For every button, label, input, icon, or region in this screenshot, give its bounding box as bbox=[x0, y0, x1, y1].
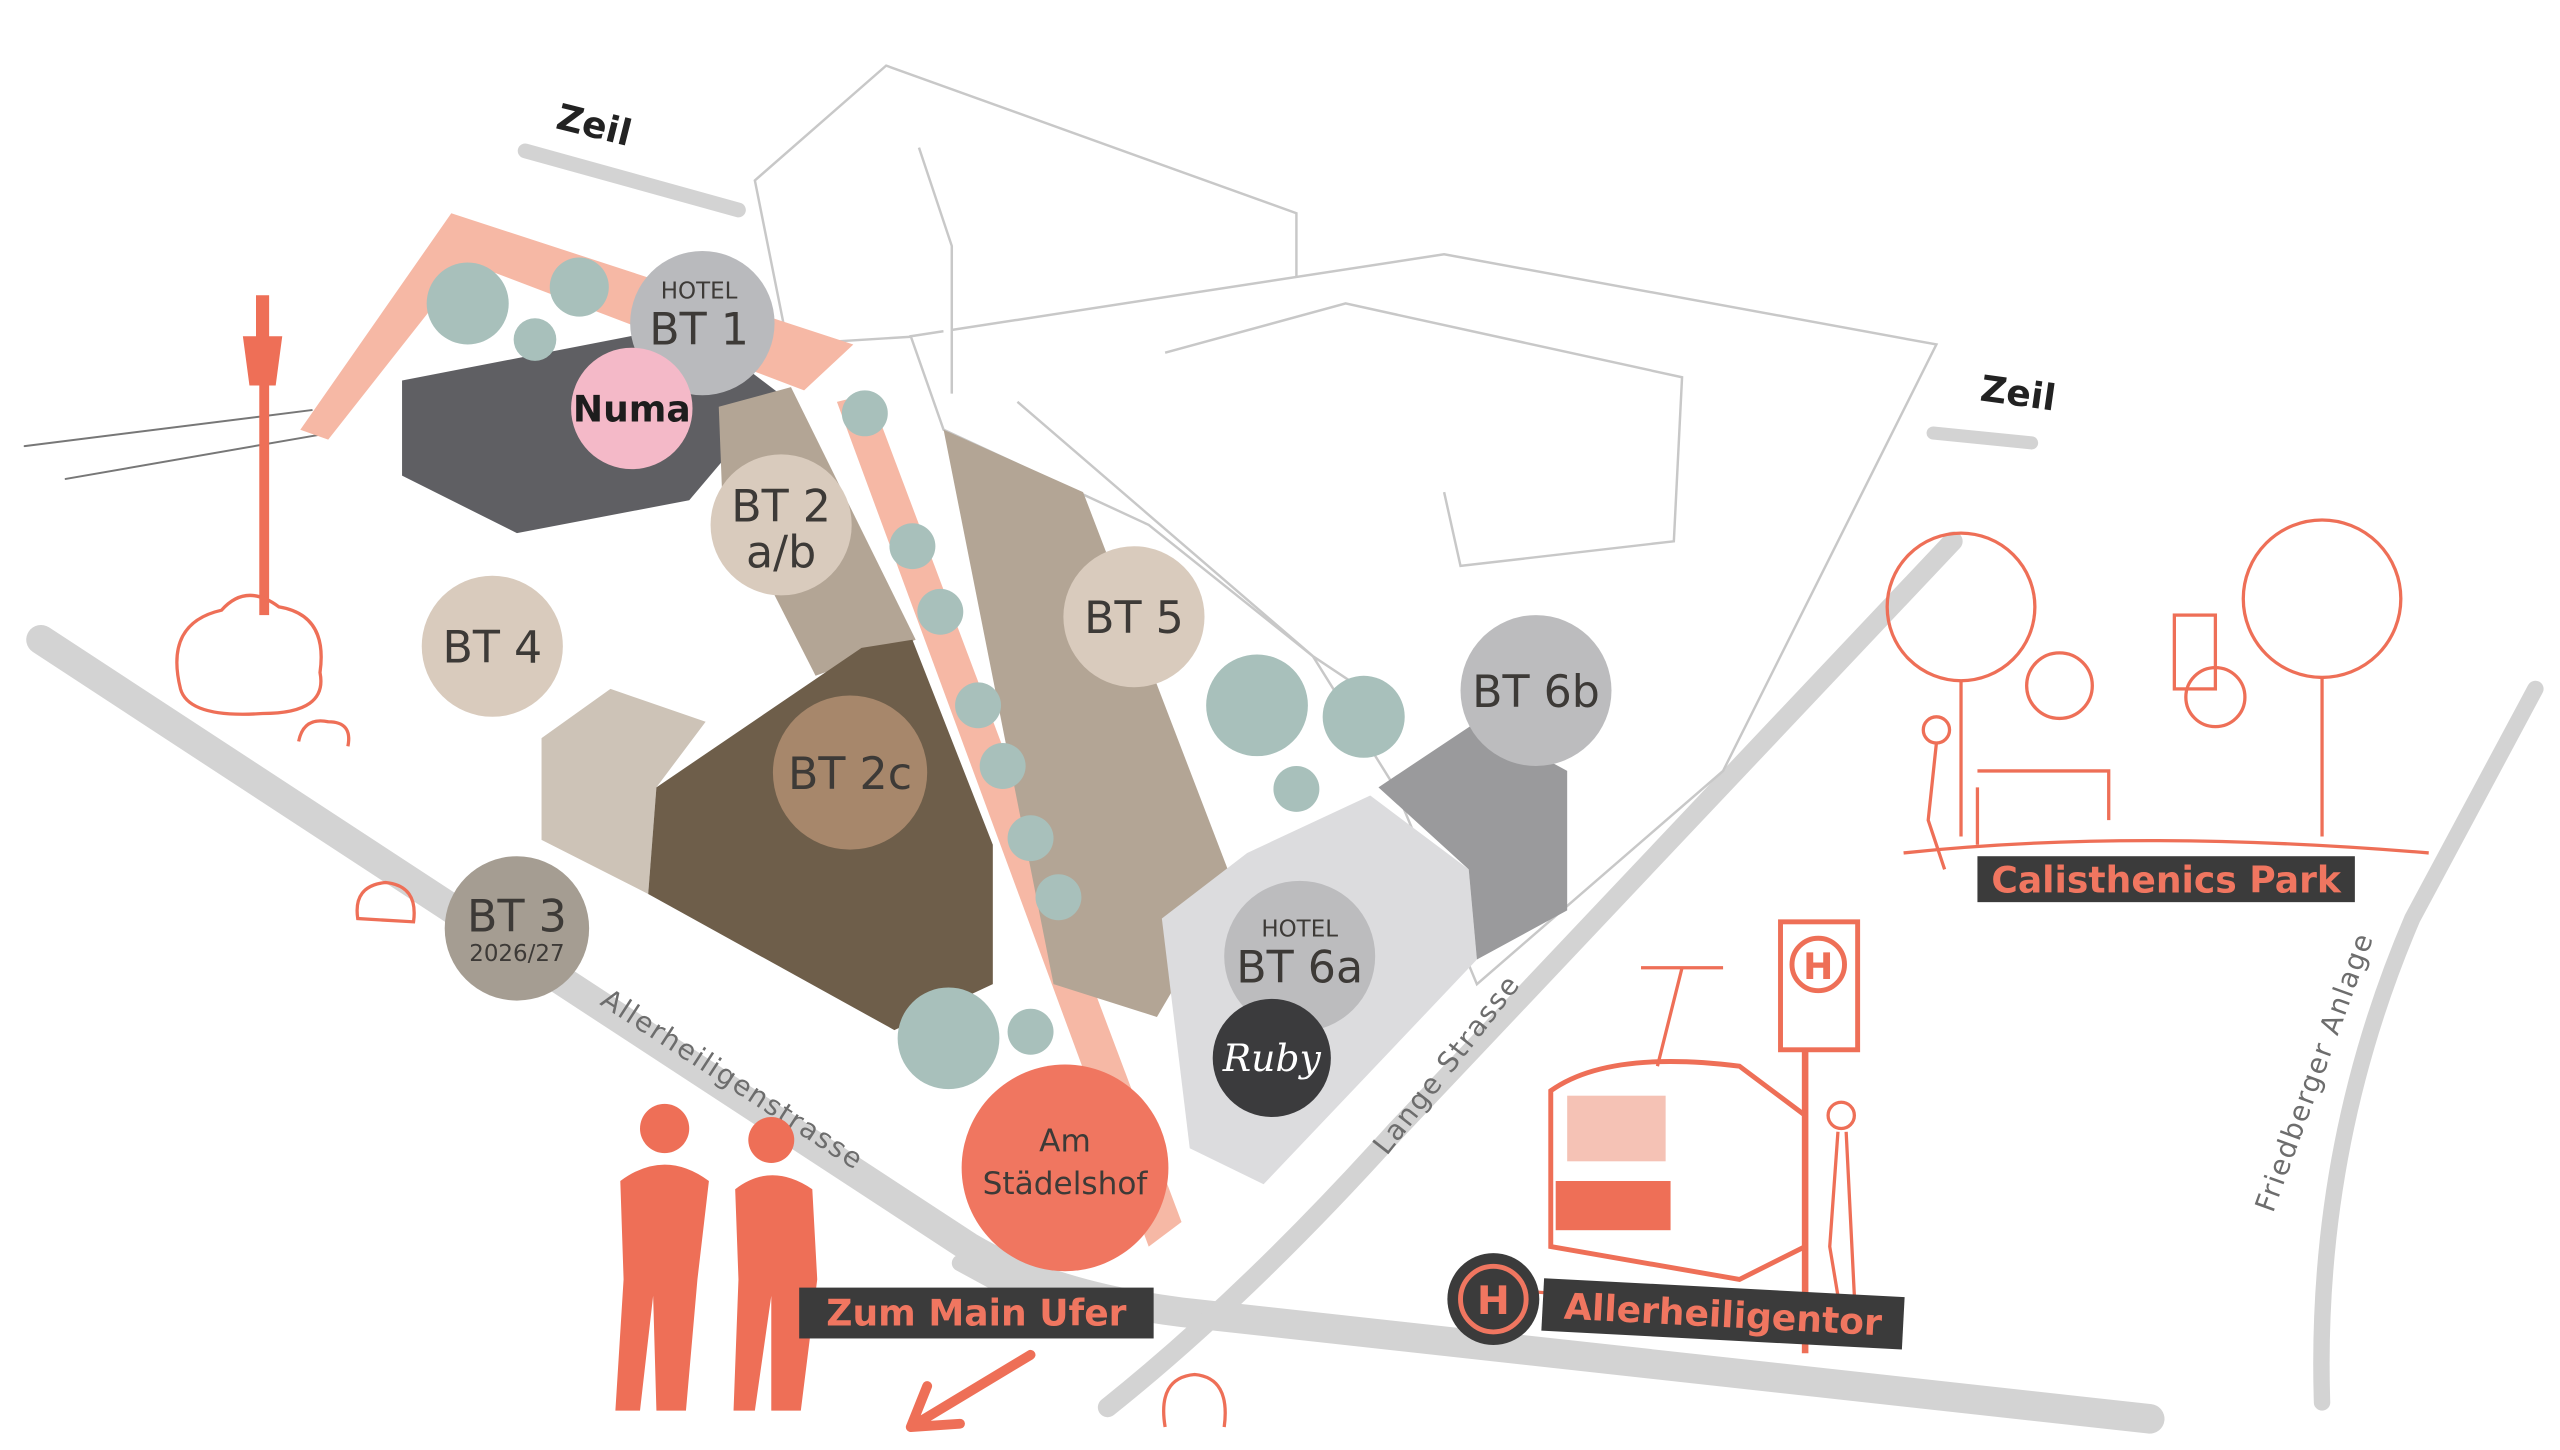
marker-label: BT 5 bbox=[1084, 593, 1184, 644]
marker-bt6a[interactable]: HOTEL BT 6a bbox=[1224, 880, 1376, 1032]
road-friedberger-anlage bbox=[2313, 680, 2544, 1411]
road-lange-strasse bbox=[1097, 531, 1963, 1418]
calisthenics-park-label[interactable]: Calisthenics Park bbox=[1977, 856, 2355, 903]
marker-bt2c[interactable]: BT 2c bbox=[772, 695, 928, 850]
zum-main-ufer-label[interactable]: Zum Main Ufer bbox=[799, 1287, 1154, 1339]
building-bt5 bbox=[943, 429, 1235, 1017]
building-bt3 bbox=[541, 688, 706, 894]
marker-bt5[interactable]: BT 5 bbox=[1063, 546, 1205, 688]
marker-numa[interactable]: Numa bbox=[571, 347, 693, 470]
main-ufer-label-text: Zum Main Ufer bbox=[826, 1292, 1126, 1334]
marker-label: BT 4 bbox=[442, 623, 542, 674]
road-zeil-west bbox=[517, 143, 746, 218]
marker-label: Am bbox=[1039, 1123, 1091, 1159]
street-label-zeil-east: Zeil bbox=[1978, 368, 2059, 420]
marker-bt4[interactable]: BT 4 bbox=[421, 575, 563, 717]
road-zeil-east bbox=[1926, 426, 2039, 450]
park-label-text: Calisthenics Park bbox=[1991, 859, 2342, 901]
marker-label: BT 2c bbox=[788, 749, 912, 800]
building-bt6b bbox=[1378, 721, 1568, 960]
park-illustration bbox=[1885, 518, 2429, 870]
marker-label: Numa bbox=[573, 389, 691, 431]
marker-label-2: a/b bbox=[746, 528, 816, 579]
arrow-main-ufer-icon bbox=[905, 1349, 1036, 1432]
tram-stop-icon: H bbox=[1447, 1253, 1540, 1346]
bus-stop-sign: H bbox=[1778, 919, 1861, 1354]
trees bbox=[426, 257, 1405, 1090]
street-label-allerheiligenstrasse: Allerheiligenstrasse bbox=[595, 982, 870, 1176]
stop-sign-letter: H bbox=[1803, 946, 1833, 988]
tram-illustration bbox=[1476, 966, 1808, 1314]
marker-sub: 2026/27 bbox=[469, 941, 564, 967]
marker-label: BT 6b bbox=[1472, 667, 1600, 718]
street-label-zeil-west: Zeil bbox=[552, 96, 635, 155]
tram-stop-icon-letter: H bbox=[1477, 1278, 1510, 1324]
marker-label: BT 1 bbox=[649, 304, 749, 355]
marker-bt3[interactable]: BT 3 2026/27 bbox=[444, 856, 590, 1001]
street-lamp-illustration bbox=[175, 295, 416, 924]
marker-label: BT 3 bbox=[467, 892, 567, 943]
marker-sub: HOTEL bbox=[1261, 917, 1338, 943]
marker-label-2: Städelshof bbox=[983, 1166, 1149, 1202]
allerheiligentor-label[interactable]: Allerheiligentor bbox=[1541, 1278, 1905, 1350]
marker-ruby[interactable]: Ruby bbox=[1212, 998, 1331, 1118]
walkway-north bbox=[300, 213, 854, 440]
marker-label: Ruby bbox=[1222, 1036, 1322, 1080]
people-illustration bbox=[615, 1103, 818, 1411]
marker-am-staedelshof[interactable]: Am Städelshof bbox=[961, 1064, 1169, 1272]
marker-label: BT 6a bbox=[1236, 943, 1363, 994]
marker-label: BT 2 bbox=[731, 482, 831, 533]
marker-bt6b[interactable]: BT 6b bbox=[1460, 615, 1612, 767]
marker-bt2ab[interactable]: BT 2 a/b bbox=[710, 454, 852, 596]
marker-sub: HOTEL bbox=[661, 279, 738, 305]
